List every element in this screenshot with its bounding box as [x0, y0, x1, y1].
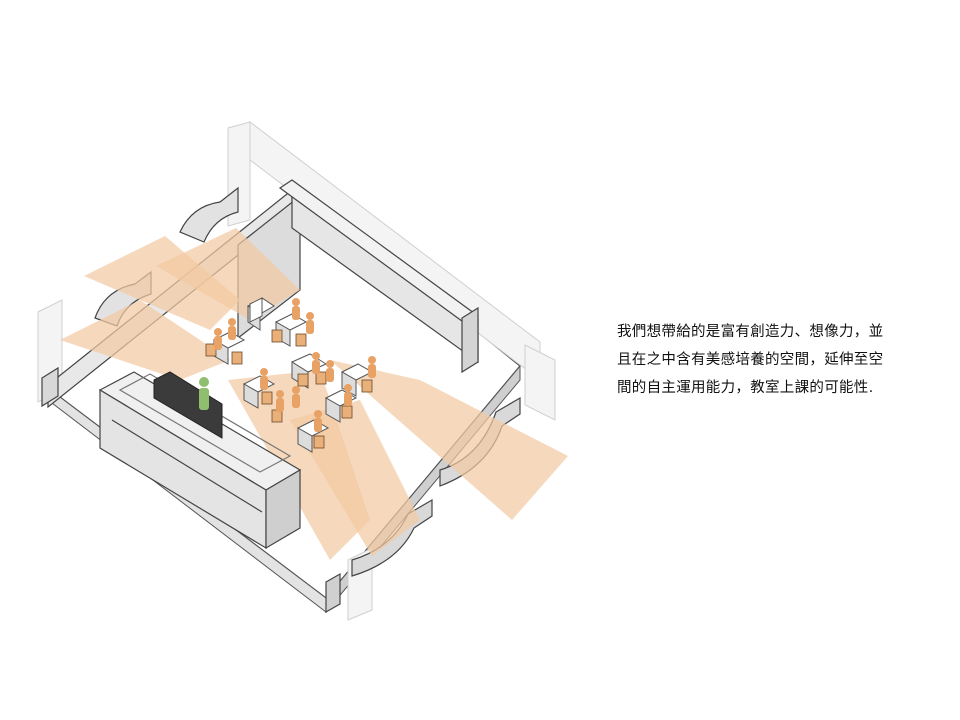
- blackboard: [153, 371, 223, 439]
- column-right-corner: [461, 306, 479, 374]
- caption-line-3: 間的自主運用能力，教室上課的可能性.: [617, 380, 874, 396]
- caption-text: 我們想帶給的是富有創造力、想像力，並 且在之中含有美感培養的空間，延伸至空 間的…: [617, 318, 937, 402]
- light-beam-2: [60, 300, 230, 380]
- light-beam-4: [330, 360, 568, 520]
- light-beam-1: [84, 236, 240, 330]
- light-beam-3: [156, 228, 300, 320]
- front-counter: [98, 371, 302, 550]
- light-beams: [60, 228, 568, 560]
- empty-chair: [249, 297, 263, 323]
- caption-line-2: 且在之中含有美感培養的空間，延伸至空: [617, 352, 884, 368]
- chairs: [205, 329, 373, 449]
- caption-line-1: 我們想帶給的是富有創造力、想像力，並: [617, 324, 884, 340]
- students: [214, 298, 376, 432]
- teacher-figure: [199, 377, 209, 410]
